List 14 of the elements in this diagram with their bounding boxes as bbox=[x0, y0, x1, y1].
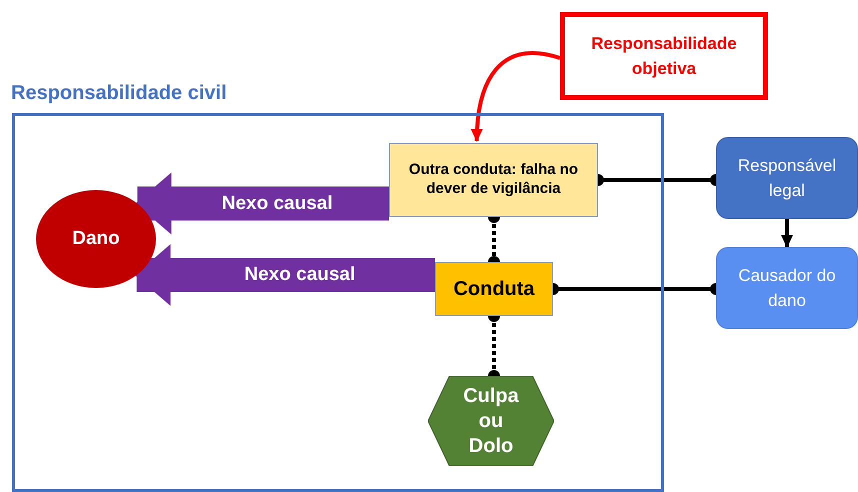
group-heading: Responsabilidade civil bbox=[11, 81, 227, 106]
hexagon-node: Culpa ou Dolo bbox=[428, 376, 554, 466]
role-box: Causador do dano bbox=[716, 247, 858, 329]
arrow bbox=[781, 219, 793, 248]
process-box: Outra conduta: falha no dever de vigilância bbox=[389, 143, 598, 217]
block-arrow bbox=[135, 172, 389, 234]
role-box: Responsável legal bbox=[716, 137, 858, 219]
callout-box: Responsabilidade objetiva bbox=[560, 12, 768, 100]
result-ellipse: Dano bbox=[36, 190, 156, 288]
process-box: Conduta bbox=[435, 262, 553, 316]
edge-label: Nexo causal bbox=[244, 262, 356, 287]
arrow bbox=[471, 51, 560, 142]
edge-label: Nexo causal bbox=[222, 191, 333, 216]
block-arrow bbox=[134, 244, 435, 306]
